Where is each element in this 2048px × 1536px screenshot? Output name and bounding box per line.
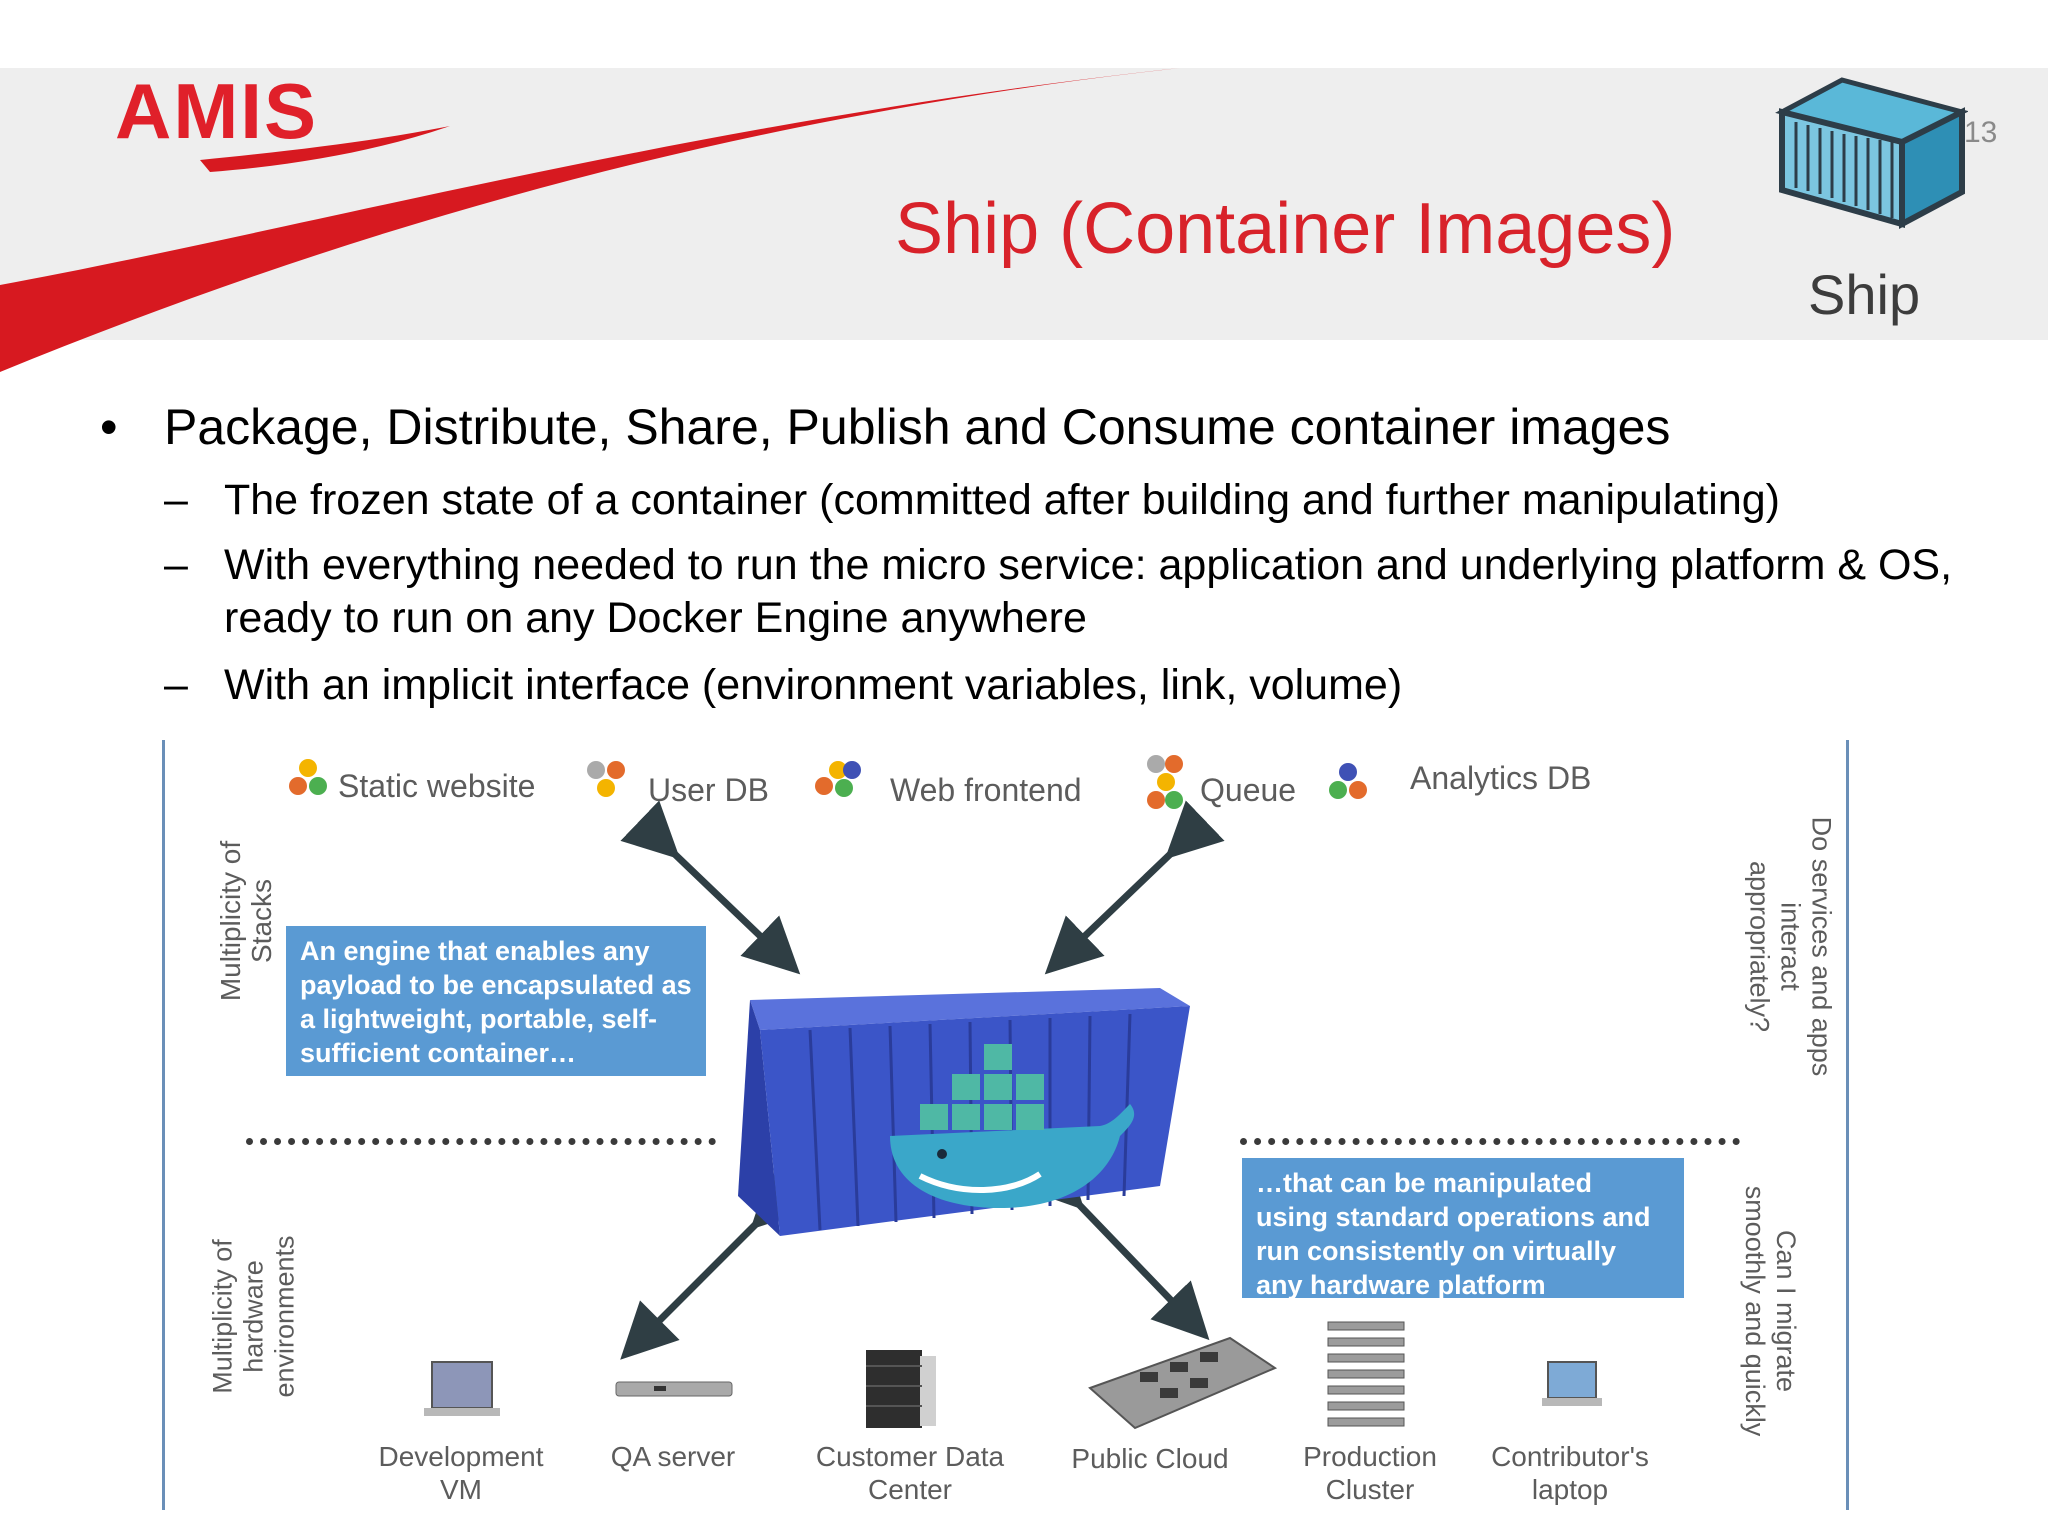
cluster-icon (1327, 1321, 1405, 1427)
hw-customer-data-center: Customer Data Center (815, 1441, 1005, 1505)
stack-dots-icon (815, 761, 861, 797)
container-icon (1775, 77, 1968, 229)
stack-analytics-db: Analytics DB (1410, 760, 1592, 796)
stack-dots-icon (1329, 763, 1367, 799)
ship-label: Ship (1808, 263, 1921, 326)
label-services-interact: Do services and apps interact appropriat… (1744, 816, 1837, 1077)
engine-description-box: An engine that enables any payload to be… (286, 926, 706, 1076)
docker-diagram: Static website User DB Web frontend Queu… (160, 740, 1856, 1510)
diagram-arrows (620, 800, 1225, 1360)
amis-logo: AMIS (115, 67, 318, 155)
sub-bullet-text: With everything needed to run the micro … (224, 541, 1953, 642)
separator-left (246, 1138, 716, 1145)
docker-whale-icon (890, 1044, 1135, 1208)
hw-public-cloud: Public Cloud (1071, 1443, 1229, 1474)
laptop-icon (1542, 1361, 1602, 1406)
cloud-board-icon (1088, 1336, 1278, 1430)
hw-development-vm: Development VM (378, 1441, 544, 1505)
slide-number: 13 (1964, 116, 1998, 149)
hw-qa-server: QA server (610, 1441, 736, 1472)
bullet-main-text: Package, Distribute, Share, Publish and … (164, 399, 1671, 455)
stack-static-website: Static website (338, 768, 536, 804)
separator-right (1240, 1138, 1740, 1145)
laptop-icon (424, 1361, 500, 1416)
sub-bullet-text: With an implicit interface (environment … (224, 661, 1403, 709)
header-band (0, 68, 2048, 340)
label-multiplicity-stacks: Multiplicity of Stacks (215, 840, 277, 1002)
server-icon (615, 1381, 733, 1397)
stack-dots-icon (289, 759, 327, 795)
header-swoosh (0, 68, 1180, 372)
diagram-right-border (1846, 740, 1849, 1510)
sub-bullet-text: The frozen state of a container (committ… (224, 476, 1780, 524)
diagram-left-border (162, 740, 165, 1510)
hw-contributor-laptop: Contributor's laptop (1491, 1441, 1649, 1505)
stack-dots-icon (587, 761, 625, 797)
datacenter-icon (866, 1350, 936, 1428)
hw-production-cluster: Production Cluster (1303, 1441, 1437, 1505)
label-migrate-smoothly: Can I migrate smoothly and quickly (1740, 1185, 1801, 1437)
slide-title: Ship (Container Images) (895, 189, 1676, 269)
shipping-container-icon (738, 988, 1190, 1236)
label-multiplicity-hardware: Multiplicity of hardware environments (207, 1235, 300, 1398)
manipulation-description-box: …that can be manipulated using standard … (1242, 1158, 1684, 1300)
